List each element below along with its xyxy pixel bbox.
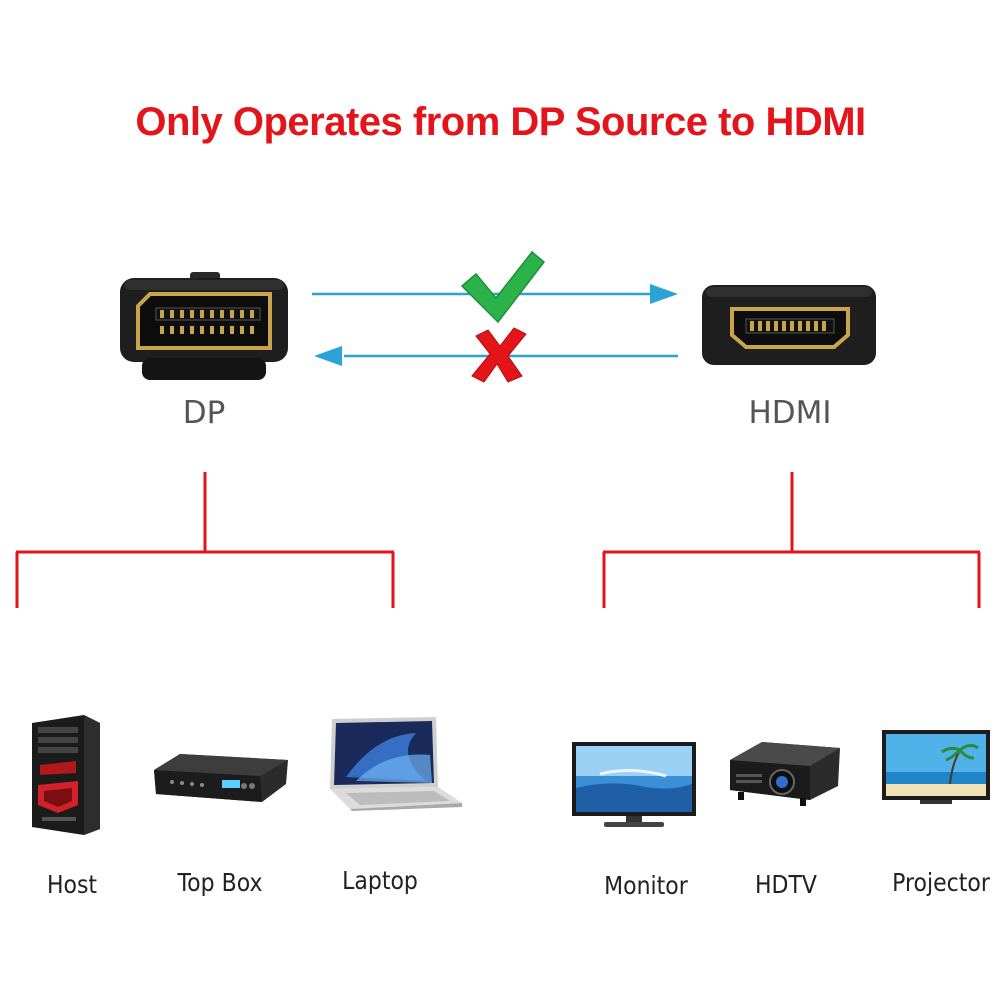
- reverse-arrow: [314, 346, 678, 366]
- laptop-icon: [326, 715, 464, 811]
- check-icon: [460, 250, 546, 324]
- computer-tower-icon: [28, 713, 104, 837]
- device-label-host: Host: [46, 870, 98, 899]
- set-top-box-icon: [152, 750, 290, 806]
- device-tree-brackets: [0, 470, 1001, 615]
- device-label-laptop: Laptop: [342, 866, 418, 895]
- monitor-icon: [570, 740, 700, 830]
- hdmi-label: HDMI: [748, 395, 832, 431]
- direction-arrows: [300, 240, 700, 390]
- device-label-hdtv: HDTV: [755, 870, 817, 899]
- dp-label: DP: [182, 395, 226, 431]
- device-label-top-box: Top Box: [177, 868, 263, 897]
- page-title: Only Operates from DP Source to HDMI: [135, 100, 866, 144]
- device-label-monitor: Monitor: [604, 871, 688, 900]
- device-label-projector: Projector: [892, 868, 990, 897]
- projector-icon: [726, 738, 844, 808]
- cross-icon: [471, 327, 527, 383]
- tv-icon: [880, 728, 992, 808]
- dp-connector-icon: [120, 272, 290, 384]
- hdmi-connector-icon: [702, 285, 878, 367]
